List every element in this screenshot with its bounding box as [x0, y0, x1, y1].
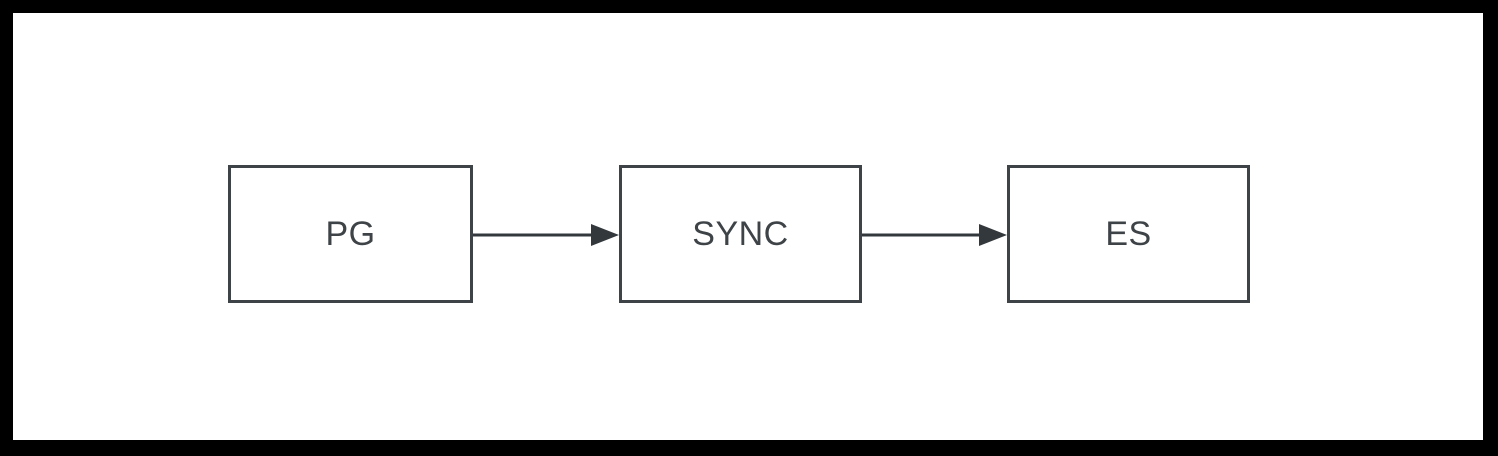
node-sync-label: SYNC: [692, 215, 789, 253]
node-pg: PG: [228, 165, 473, 303]
arrow-pg-to-sync: [473, 224, 619, 246]
node-es-label: ES: [1105, 215, 1152, 253]
arrow-head-icon: [979, 224, 1007, 246]
node-sync: SYNC: [619, 165, 862, 303]
arrow-sync-to-es: [862, 224, 1007, 246]
diagram-canvas: PG SYNC ES: [13, 13, 1483, 440]
arrow-head-icon: [591, 224, 619, 246]
connector-layer: [473, 224, 1007, 246]
node-pg-label: PG: [325, 215, 376, 253]
node-es: ES: [1007, 165, 1250, 303]
